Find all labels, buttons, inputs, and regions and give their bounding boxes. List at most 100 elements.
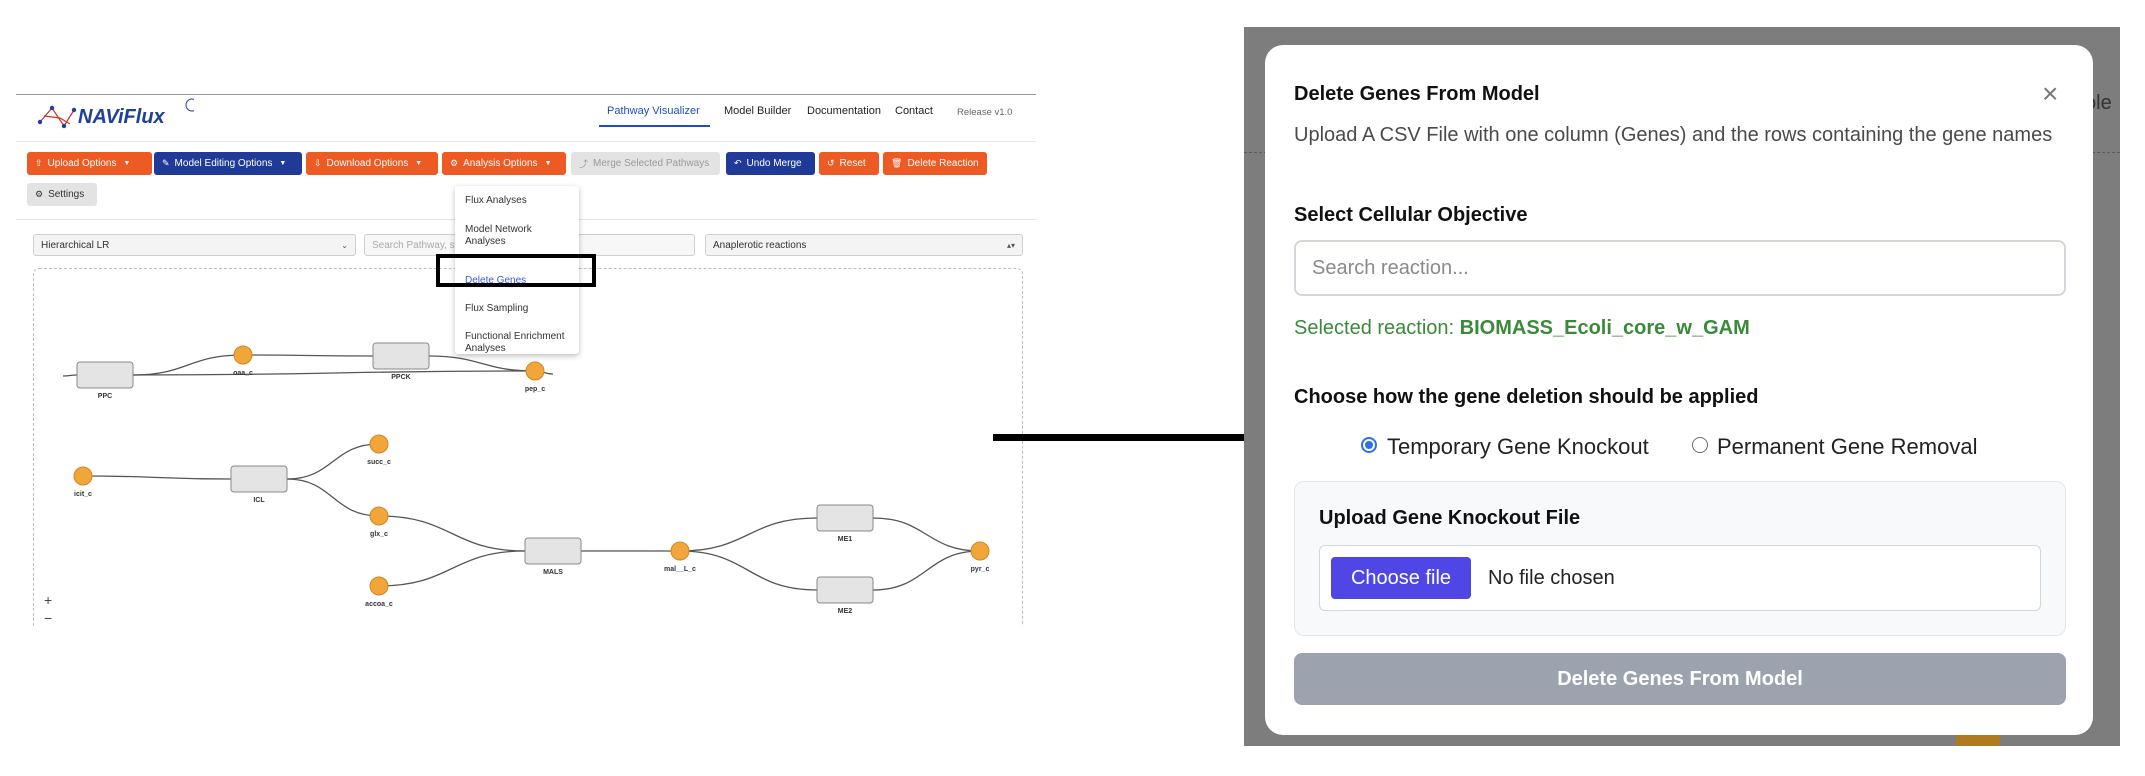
chevron-down-icon: ⌄ <box>341 240 348 250</box>
top-border <box>16 94 1036 95</box>
metabolite-node[interactable] <box>233 345 253 365</box>
nav-contact[interactable]: Contact <box>895 105 933 117</box>
upload-icon: ⇧ <box>35 158 43 168</box>
toolbar-divider <box>16 141 1036 142</box>
layout-select[interactable]: Hierarchical LR ⌄ <box>33 234 356 256</box>
reaction-node[interactable] <box>524 537 582 565</box>
menu-item-flux-analyses[interactable]: Flux Analyses <box>465 195 527 206</box>
pathway-edge <box>286 478 380 517</box>
metabolite-node[interactable] <box>525 361 545 381</box>
deletion-mode-label: Choose how the gene deletion should be a… <box>1294 386 1759 408</box>
chevron-down-icon: ▼ <box>279 160 287 167</box>
close-icon[interactable]: × <box>2042 78 2059 109</box>
pathway-edge <box>872 550 981 591</box>
reaction-label: PPC <box>98 393 112 400</box>
metabolite-node[interactable] <box>670 541 690 561</box>
metabolite-label: accoa_c <box>365 601 393 608</box>
settings-button[interactable]: ⚙ Settings <box>27 183 97 206</box>
pathway-search-placeholder: Search Pathway, s <box>372 239 455 251</box>
metabolite-label: glx_c <box>370 531 388 538</box>
pathway-graph: PPCPPCKICLMALSME1ME2oaa_cpep_cicit_csucc… <box>62 342 990 615</box>
pathway-edge <box>82 475 232 480</box>
pathway-edge <box>132 354 244 376</box>
pathway-edge <box>428 355 536 372</box>
download-icon: ⇩ <box>314 158 322 168</box>
chevron-down-icon: ▼ <box>123 160 131 167</box>
radio-selected-dot <box>1365 441 1373 449</box>
reaction-node[interactable] <box>76 361 134 389</box>
upload-label: Upload Gene Knockout File <box>1319 507 1581 529</box>
download-options-label: Download Options <box>326 158 409 169</box>
reset-icon: ↺ <box>827 158 835 168</box>
nav-documentation[interactable]: Documentation <box>807 105 881 117</box>
metabolite-label: oaa_c <box>233 370 253 377</box>
model-editing-options-button[interactable]: ✎ Model Editing Options ▼ <box>154 152 302 175</box>
zoom-in-button[interactable]: + <box>44 592 53 608</box>
undo-merge-button[interactable]: ↶ Undo Merge <box>726 152 815 175</box>
permanent-removal-radio[interactable] <box>1692 437 1708 453</box>
reaction-label: PPCK <box>391 374 410 381</box>
no-file-chosen-text: No file chosen <box>1488 567 1615 589</box>
pathway-edge <box>286 443 380 480</box>
choose-file-button[interactable]: Choose file <box>1331 557 1471 599</box>
merge-selected-pathways-button[interactable]: ⤴ Merge Selected Pathways <box>571 152 720 175</box>
metabolite-label: succ_c <box>367 459 391 466</box>
nav-model-builder[interactable]: Model Builder <box>724 105 792 117</box>
temporary-knockout-label[interactable]: Temporary Gene Knockout <box>1387 434 1649 459</box>
upload-options-button[interactable]: ⇧ Upload Options ▼ <box>27 152 152 175</box>
chevron-down-icon: ▼ <box>544 160 552 167</box>
analysis-options-button[interactable]: ⚙ Analysis Options ▼ <box>442 152 566 175</box>
metabolite-node[interactable] <box>970 541 990 561</box>
selected-reaction-value: BIOMASS_Ecoli_core_w_GAM <box>1459 317 1750 339</box>
release-version: Release v1.0 <box>957 107 1013 118</box>
pathway-edge <box>872 517 981 552</box>
merge-icon: ⤴ <box>579 159 589 169</box>
settings-label: Settings <box>48 189 85 200</box>
backdrop-node <box>1956 732 2000 746</box>
reaction-label: ME1 <box>838 536 853 543</box>
menu-item-model-network-analyses[interactable]: Model Network Analyses <box>465 224 532 247</box>
metabolite-label: pep_c <box>525 386 545 393</box>
nav-pathway-visualizer[interactable]: Pathway Visualizer <box>607 105 700 117</box>
reaction-search-input[interactable] <box>1294 240 2066 296</box>
reaction-node[interactable] <box>816 504 874 532</box>
reset-label: Reset <box>839 158 866 169</box>
metabolite-node[interactable] <box>369 576 389 596</box>
gear-icon: ⚙ <box>35 189 44 199</box>
metabolite-node[interactable] <box>73 466 93 486</box>
permanent-removal-label[interactable]: Permanent Gene Removal <box>1717 434 1978 459</box>
modal-description: Upload A CSV File with one column (Genes… <box>1294 124 2053 146</box>
delete-genes-button[interactable]: Delete Genes From Model <box>1294 653 2066 705</box>
download-options-button[interactable]: ⇩ Download Options ▼ <box>306 152 438 175</box>
trash-icon: 🗑 <box>891 158 903 168</box>
highlight-box <box>436 254 596 287</box>
pathway-edge <box>132 370 536 376</box>
metabolite-label: mal__L_c <box>664 566 696 573</box>
pathway-edge <box>679 517 818 552</box>
reset-button[interactable]: ↺ Reset <box>819 152 879 175</box>
metabolite-node[interactable] <box>369 434 389 454</box>
delete-reaction-button[interactable]: 🗑 Delete Reaction <box>883 152 987 175</box>
pathway-select[interactable]: Anaplerotic reactions ▴▾ <box>705 234 1023 256</box>
pathway-edge <box>679 550 818 591</box>
zoom-out-button[interactable]: − <box>44 610 53 626</box>
objective-label: Select Cellular Objective <box>1294 204 1528 226</box>
metabolite-node[interactable] <box>369 506 389 526</box>
reaction-label: MALS <box>543 569 563 576</box>
pathway-edge <box>378 515 526 552</box>
naviflux-logo: NAViFlux <box>37 98 194 129</box>
menu-item-functional-enrichment-analyses[interactable]: Functional Enrichment Analyses <box>465 331 565 354</box>
model-editing-options-label: Model Editing Options <box>174 158 273 169</box>
chevron-down-icon: ▴▾ <box>1006 240 1015 250</box>
undo-merge-label: Undo Merge <box>746 158 802 169</box>
menu-item-flux-sampling[interactable]: Flux Sampling <box>465 303 529 314</box>
reaction-node[interactable] <box>230 465 288 493</box>
selected-reaction: Selected reaction: BIOMASS_Ecoli_core_w_… <box>1294 317 1750 340</box>
reaction-node[interactable] <box>816 576 874 604</box>
edit-icon: ✎ <box>162 158 170 168</box>
layout-select-value: Hierarchical LR <box>41 239 110 251</box>
menu-item-delete-genes[interactable]: Delete Genes <box>465 275 527 286</box>
reaction-node[interactable] <box>372 342 430 370</box>
merge-selected-pathways-label: Merge Selected Pathways <box>593 158 710 169</box>
analysis-options-label: Analysis Options <box>463 158 538 169</box>
